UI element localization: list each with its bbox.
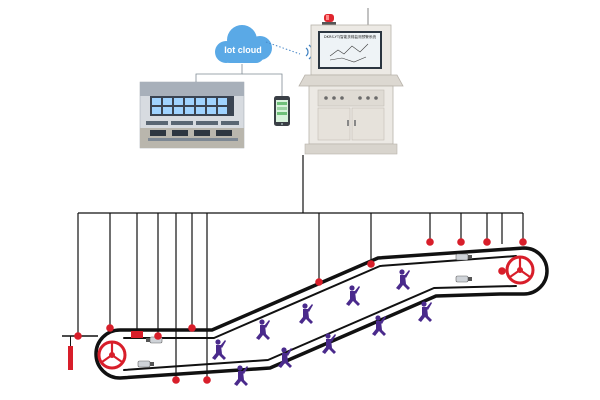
passenger-icon bbox=[346, 285, 360, 306]
sensor-node-icon bbox=[367, 260, 375, 268]
wiring-bus bbox=[77, 155, 524, 380]
sensor-node-icon bbox=[203, 376, 211, 384]
drive-wheel-icon bbox=[505, 255, 535, 285]
camera-icon bbox=[455, 253, 472, 261]
passenger-icon bbox=[212, 339, 226, 360]
cloud-icon: Iot cloud bbox=[215, 25, 272, 63]
sensor-nodes bbox=[74, 238, 527, 384]
phone-icon bbox=[274, 96, 290, 126]
wireless-link bbox=[265, 41, 301, 55]
sensor-node-icon bbox=[188, 324, 196, 332]
monitoring-room-image bbox=[139, 81, 245, 149]
sensor-node-icon bbox=[483, 238, 491, 246]
cloud-links bbox=[195, 64, 283, 96]
sensor-node-icon bbox=[74, 332, 82, 340]
passenger-icon bbox=[234, 365, 248, 386]
cloud-label: Iot cloud bbox=[224, 45, 262, 55]
sensor-node-icon bbox=[519, 238, 527, 246]
escalator-truss bbox=[94, 246, 549, 380]
sensor-node-icon bbox=[457, 238, 465, 246]
camera-icon bbox=[455, 275, 472, 283]
console-screen-title: DKRS-YTJ智能扶梯监测预警系统 bbox=[324, 34, 377, 39]
passenger-icon bbox=[396, 269, 410, 290]
passenger-icon bbox=[256, 319, 270, 340]
camera-icon bbox=[137, 360, 154, 368]
sensor-node-icon bbox=[426, 238, 434, 246]
passengers bbox=[212, 269, 432, 386]
passenger-icon bbox=[299, 303, 313, 324]
sensor-node-icon bbox=[106, 324, 114, 332]
control-console: DKRS-YTJ智能扶梯监测预警系统 bbox=[298, 8, 404, 155]
sensor-node-icon bbox=[154, 332, 162, 340]
sensor-node-icon bbox=[498, 267, 506, 275]
sensor-node-icon bbox=[315, 278, 323, 286]
drive-wheel-icon bbox=[97, 340, 127, 370]
alarm-light-icon bbox=[322, 14, 336, 25]
sensor-node-icon bbox=[172, 376, 180, 384]
passenger-icon bbox=[372, 315, 386, 336]
